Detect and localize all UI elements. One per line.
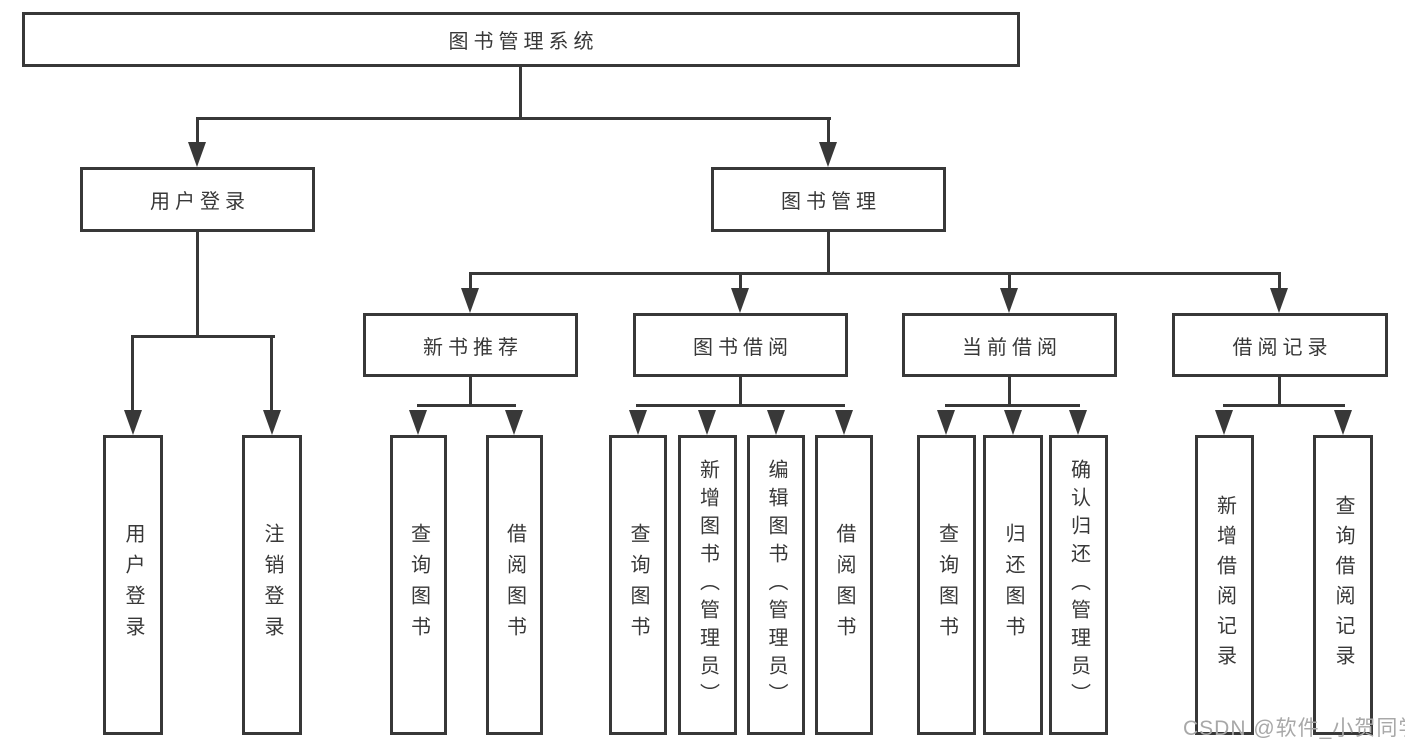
node-book-management: 图书管理 xyxy=(711,167,946,232)
arrow-down-icon xyxy=(629,410,647,435)
connector-line xyxy=(131,335,134,415)
node-user-login: 用户登录 xyxy=(80,167,315,232)
leaf-query-books-recommend: 查询图书 xyxy=(390,435,447,735)
leaf-borrow-books-recommend: 借阅图书 xyxy=(486,435,543,735)
connector-line xyxy=(636,404,845,407)
leaf-confirm-return-admin: 确认归还（管理员） xyxy=(1049,435,1108,735)
arrow-down-icon xyxy=(263,410,281,435)
arrow-down-icon xyxy=(1004,410,1022,435)
connector-line xyxy=(739,377,742,407)
node-borrow-records: 借阅记录 xyxy=(1172,313,1388,377)
connector-line xyxy=(827,232,830,275)
node-book-borrowing: 图书借阅 xyxy=(633,313,848,377)
arrow-down-icon xyxy=(819,142,837,167)
arrow-down-icon xyxy=(1000,288,1018,313)
connector-line xyxy=(945,404,1080,407)
leaf-logout: 注销登录 xyxy=(242,435,302,735)
connector-line xyxy=(196,117,831,120)
connector-line xyxy=(1278,377,1281,407)
connector-line xyxy=(270,335,273,415)
arrow-down-icon xyxy=(188,142,206,167)
arrow-down-icon xyxy=(1069,410,1087,435)
leaf-edit-book-admin: 编辑图书（管理员） xyxy=(747,435,805,735)
arrow-down-icon xyxy=(698,410,716,435)
arrow-down-icon xyxy=(731,288,749,313)
connector-line xyxy=(1278,272,1281,292)
csdn-watermark: CSDN @软件_小贺同学 xyxy=(1183,717,1405,740)
leaf-query-borrow-record: 查询借阅记录 xyxy=(1313,435,1373,735)
arrow-down-icon xyxy=(1270,288,1288,313)
arrow-down-icon xyxy=(461,288,479,313)
connector-line xyxy=(196,117,199,147)
arrow-down-icon xyxy=(767,410,785,435)
arrow-down-icon xyxy=(409,410,427,435)
arrow-down-icon xyxy=(505,410,523,435)
connector-line xyxy=(1008,272,1011,292)
connector-line xyxy=(469,272,1281,275)
leaf-return-books: 归还图书 xyxy=(983,435,1043,735)
arrow-down-icon xyxy=(1215,410,1233,435)
arrow-down-icon xyxy=(835,410,853,435)
leaf-query-books-current: 查询图书 xyxy=(917,435,976,735)
connector-line xyxy=(196,232,199,337)
connector-line xyxy=(519,67,522,120)
arrow-down-icon xyxy=(124,410,142,435)
connector-line xyxy=(1008,377,1011,407)
leaf-user-login: 用户登录 xyxy=(103,435,163,735)
leaf-add-borrow-record: 新增借阅记录 xyxy=(1195,435,1254,735)
leaf-add-book-admin: 新增图书（管理员） xyxy=(678,435,737,735)
connector-line xyxy=(739,272,742,292)
node-current-borrowing: 当前借阅 xyxy=(902,313,1117,377)
connector-line xyxy=(469,272,472,292)
node-library-system: 图书管理系统 xyxy=(22,12,1020,67)
connector-line xyxy=(469,377,472,407)
arrow-down-icon xyxy=(937,410,955,435)
leaf-query-books-borrowing: 查询图书 xyxy=(609,435,667,735)
connector-line xyxy=(131,335,275,338)
connector-line xyxy=(1223,404,1345,407)
node-new-book-recommend: 新书推荐 xyxy=(363,313,578,377)
connector-line xyxy=(827,117,830,147)
connector-line xyxy=(417,404,516,407)
leaf-borrow-books-borrowing: 借阅图书 xyxy=(815,435,873,735)
arrow-down-icon xyxy=(1334,410,1352,435)
